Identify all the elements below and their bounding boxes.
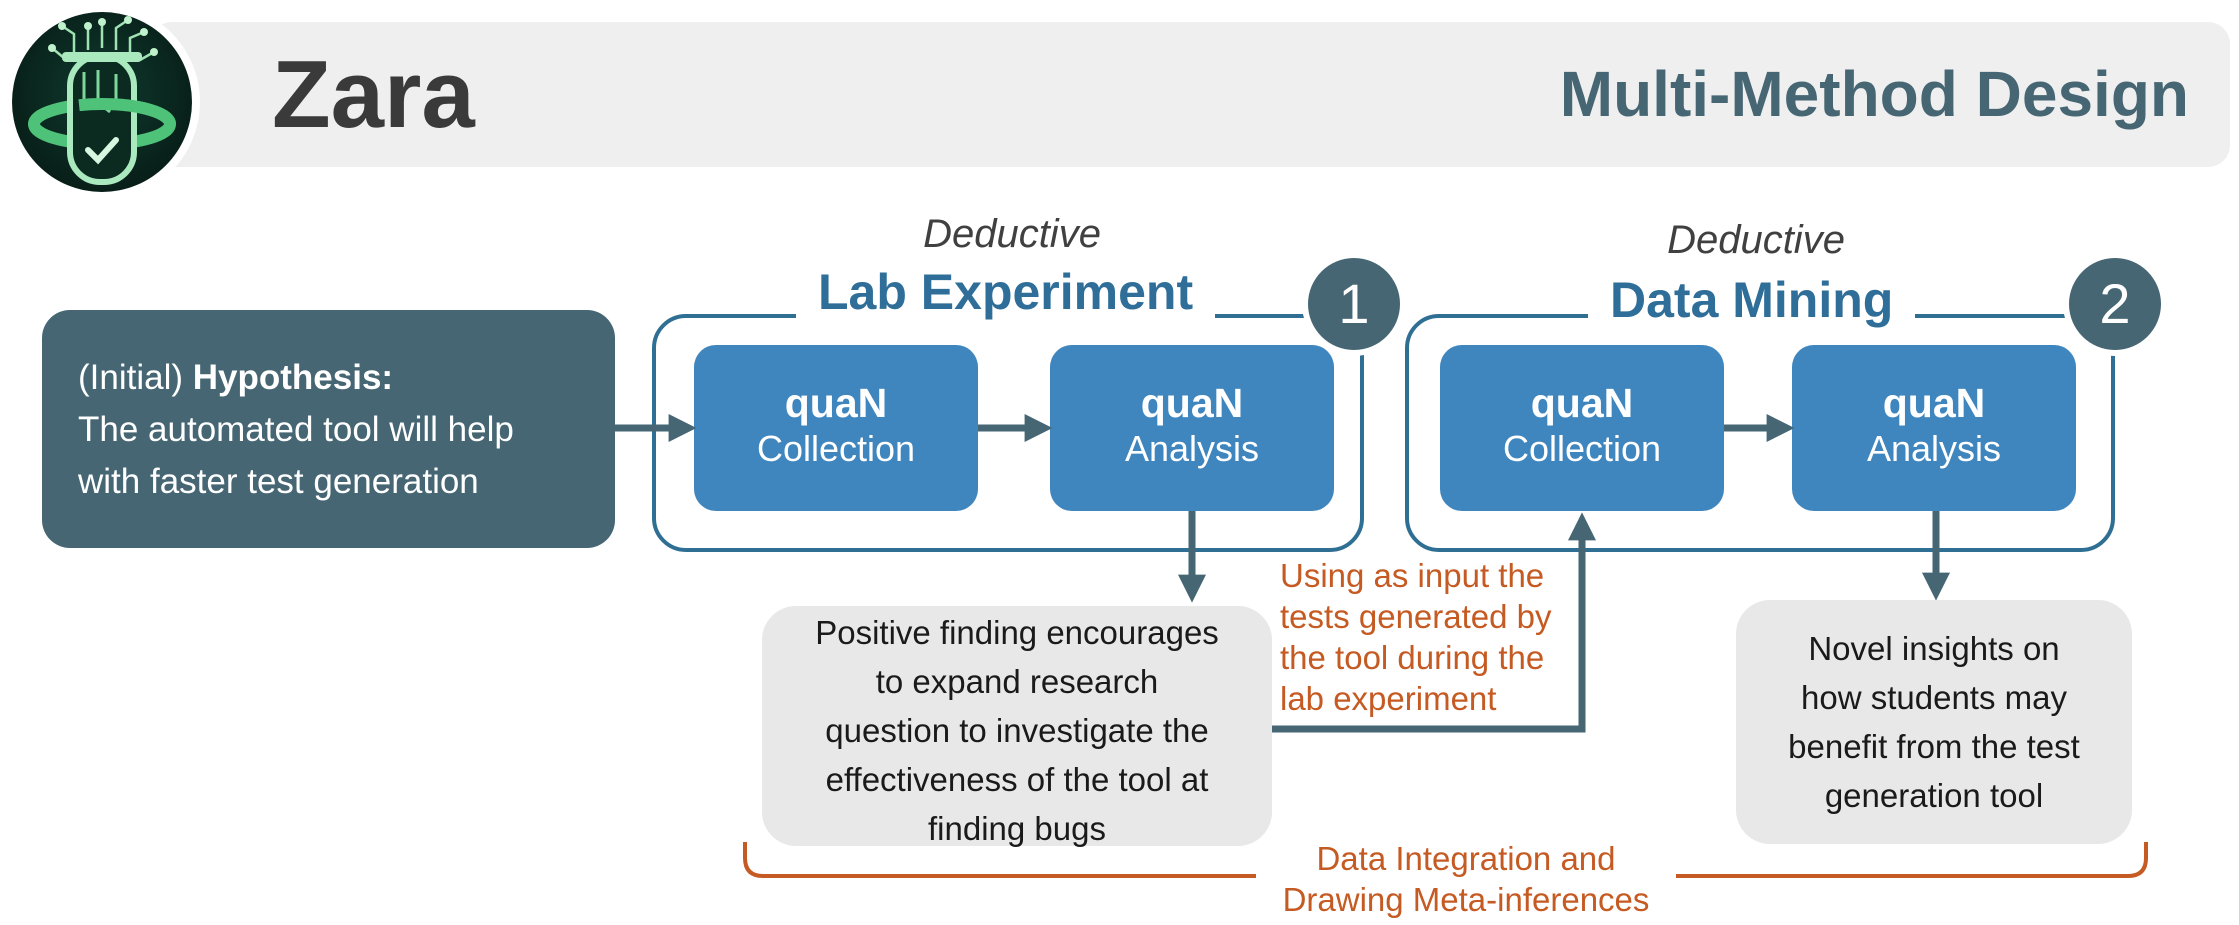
- phase2-qualifier: Deductive: [1667, 218, 1845, 262]
- phase1-analysis-label: Analysis: [1124, 428, 1260, 469]
- phase1-analysis-box: quaN Analysis: [1050, 345, 1334, 511]
- hypothesis-box: (Initial) Hypothesis: The automated tool…: [42, 310, 615, 548]
- finding-line: to expand research: [875, 663, 1159, 700]
- integration-label: Data Integration and Drawing Meta-infere…: [1262, 838, 1670, 920]
- phase1-number-badge: 1: [1308, 258, 1400, 350]
- finding-box: Positive finding encourages to expand re…: [762, 606, 1272, 847]
- hypothesis-label: Hypothesis:: [192, 358, 394, 397]
- transfer-note-line: lab experiment: [1280, 680, 1497, 717]
- hypothesis-line-1: The automated tool will help: [78, 410, 514, 449]
- insights-box: Novel insights on how students may benef…: [1736, 600, 2132, 844]
- insights-line: how students may: [1801, 679, 2067, 716]
- phase2-name: Data Mining: [1588, 270, 1916, 330]
- logo: [4, 4, 200, 200]
- finding-line: effectiveness of the tool at: [825, 761, 1209, 798]
- phase2-collection-method: quaN: [1530, 380, 1634, 426]
- phase2-collection-box: quaN Collection: [1440, 345, 1724, 511]
- app-title: Zara: [272, 41, 475, 148]
- finding-line: finding bugs: [928, 810, 1106, 847]
- insights-line: generation tool: [1824, 777, 2044, 814]
- phase1-analysis-method: quaN: [1140, 380, 1244, 426]
- phase1-collection-label: Collection: [756, 428, 916, 469]
- transfer-note-line: the tool during the: [1280, 639, 1545, 676]
- finding-line: question to investigate the: [825, 712, 1209, 749]
- phase2-analysis-method: quaN: [1882, 380, 1986, 426]
- finding-line: Positive finding encourages: [815, 614, 1219, 651]
- phase2-analysis-box: quaN Analysis: [1792, 345, 2076, 511]
- page-title: Multi-Method Design: [1559, 58, 2189, 130]
- phase2-number-badge: 2: [2069, 258, 2161, 350]
- hypothesis-prefix: (Initial): [78, 358, 193, 397]
- test-tube-circuit-logo-icon: [12, 12, 192, 192]
- finding-to-phase2-arrow: [1272, 512, 1596, 733]
- hypothesis-line-2: with faster test generation: [78, 462, 479, 501]
- phase1-qualifier: Deductive: [923, 212, 1101, 256]
- integration-line-1: Data Integration and: [1316, 840, 1616, 877]
- phase2-analysis-label: Analysis: [1866, 428, 2002, 469]
- phase1-collection-box: quaN Collection: [694, 345, 978, 511]
- phase1-name: Lab Experiment: [796, 262, 1216, 322]
- insights-line: Novel insights on: [1808, 630, 2060, 667]
- transfer-note: Using as input the tests generated by th…: [1280, 555, 1552, 719]
- transfer-note-line: Using as input the: [1280, 557, 1545, 594]
- integration-line-2: Drawing Meta-inferences: [1282, 881, 1650, 918]
- header-bar: [150, 22, 2230, 167]
- transfer-note-line: tests generated by: [1280, 598, 1552, 635]
- phase1-collection-method: quaN: [784, 380, 888, 426]
- phase2-collection-label: Collection: [1502, 428, 1662, 469]
- insights-line: benefit from the test: [1788, 728, 2080, 765]
